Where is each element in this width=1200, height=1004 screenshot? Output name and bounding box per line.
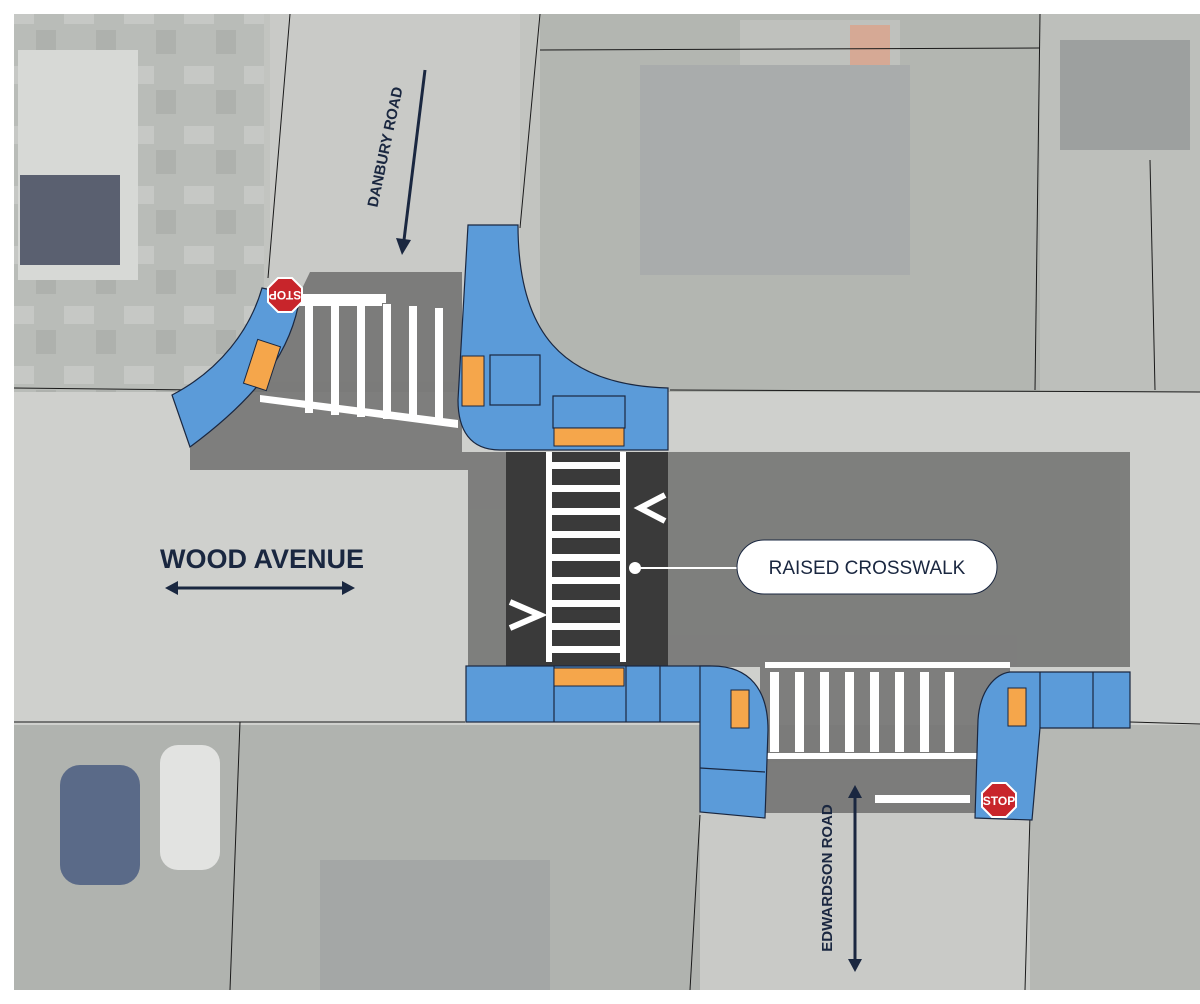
svg-text:STOP: STOP: [269, 288, 301, 302]
tactile-pads: [242, 338, 1027, 729]
curb-extension-nw: [171, 287, 301, 448]
crosswalk-edwardson: [765, 662, 1010, 803]
curb-extension-sw-edwardson: [699, 665, 769, 819]
one-way-arrow-icon: [396, 69, 427, 255]
wood-avenue-label: WOOD AVENUE: [160, 544, 364, 574]
svg-text:STOP: STOP: [983, 794, 1015, 808]
raised-crosswalk-callout: RAISED CROSSWALK: [629, 539, 998, 595]
stop-sign-icon: STOP: [981, 782, 1017, 818]
two-way-arrow-icon: [165, 581, 355, 595]
raised-crosswalk: [506, 452, 668, 666]
curb-extension-ne: [457, 224, 669, 451]
two-way-arrow-icon: [848, 785, 862, 972]
stop-sign-icon: STOP: [267, 277, 303, 313]
edwardson-road-label: EDWARDSON ROAD: [819, 804, 836, 952]
chevron-icon: [508, 492, 667, 631]
crosswalk-danbury: [260, 294, 458, 428]
svg-text:RAISED CROSSWALK: RAISED CROSSWALK: [769, 558, 966, 579]
